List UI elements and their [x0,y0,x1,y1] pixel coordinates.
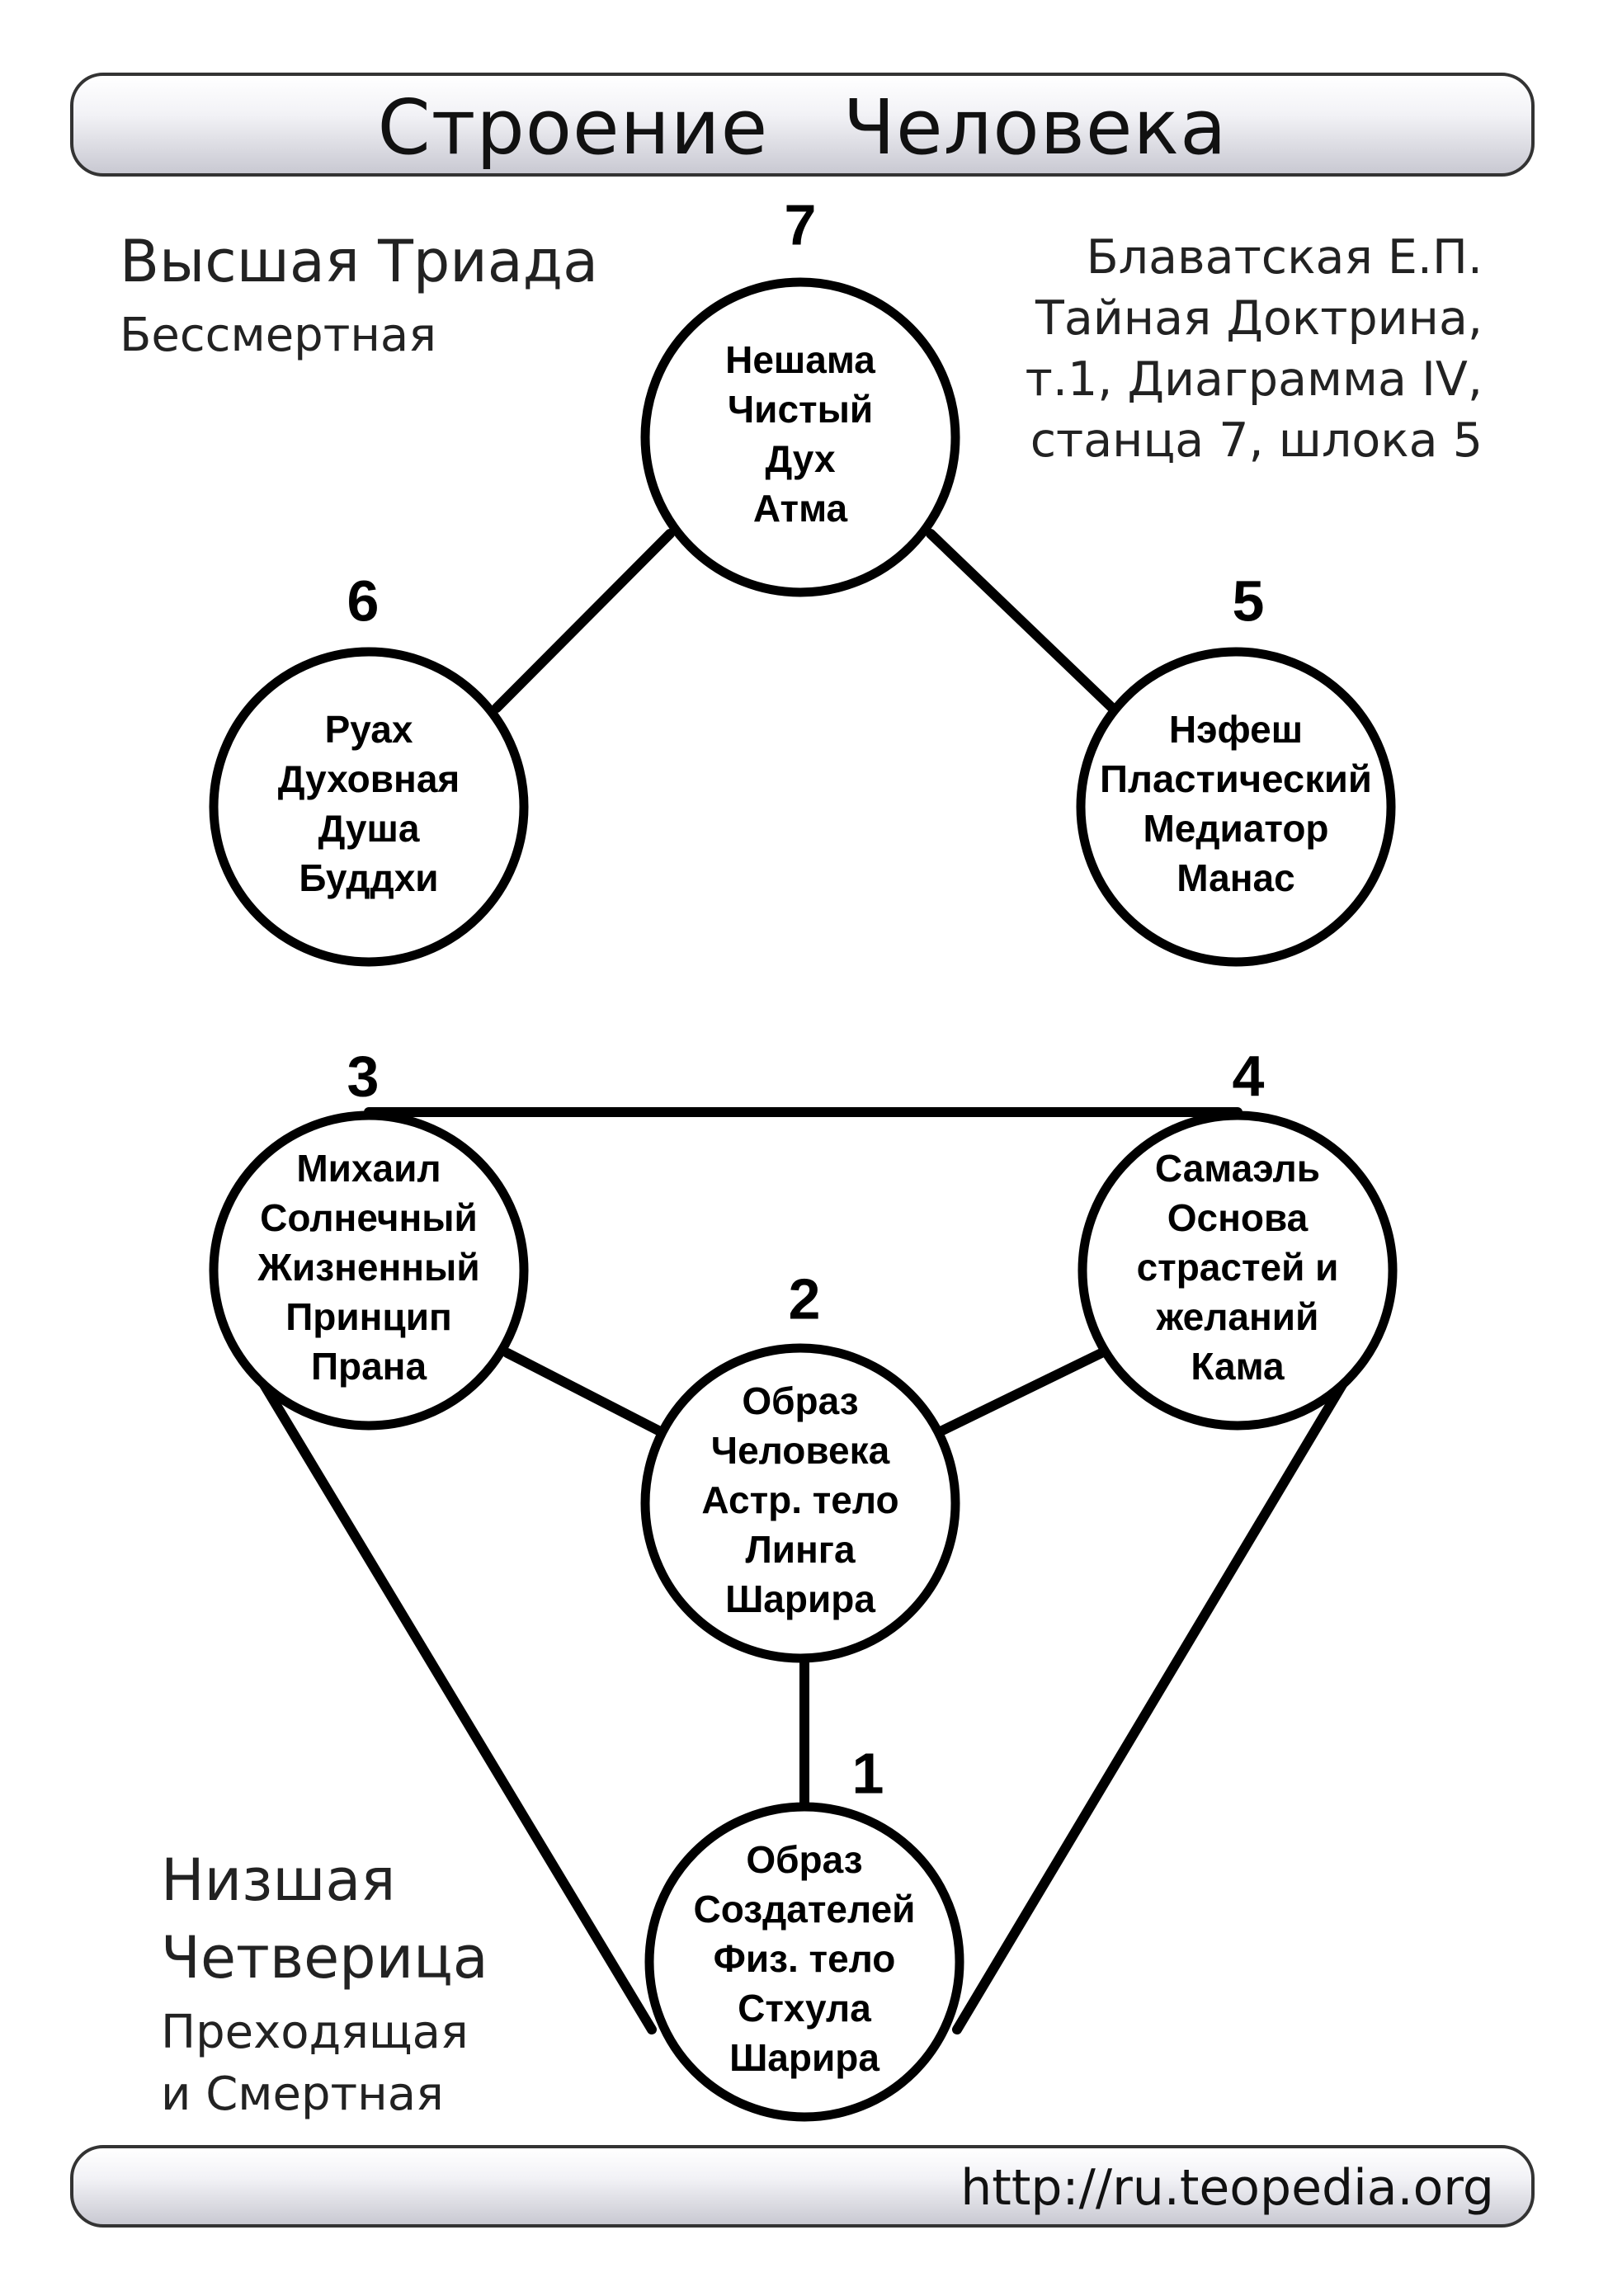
connector-n3-n1 [255,1373,657,2034]
node-circle [1078,1110,1398,1431]
upper-triad-subheading: Бессмертная [120,309,436,362]
node-label-line: Нешама [725,338,875,381]
principle-number: 4 [1233,1044,1265,1108]
node-label-line: Человека [711,1429,890,1472]
node-label-line: Манас [1177,856,1294,899]
node-circle [1076,647,1396,967]
node-label-line: желаний [1156,1295,1319,1338]
node-label-line: Духовная [278,757,460,800]
node-label-line: Солнечный [260,1196,478,1239]
node-label-line: Прана [311,1345,427,1388]
node-label-line: Создателей [694,1888,916,1931]
node-circle [644,1802,964,2122]
connector-n7-n6 [492,529,675,713]
node-label-line: Шарира [729,2036,879,2079]
node-label-line: Чистый [728,388,873,431]
node-label-line: Медиатор [1143,807,1328,850]
node-label-line: Астр. тело [701,1478,898,1521]
footer-url: http://ru.teopedia.org [960,2159,1494,2217]
principle-number: 3 [347,1044,380,1108]
lower-quaternary-heading-line-2: Четверица [161,1924,488,1992]
node-label-line: Основа [1167,1196,1309,1239]
node-label-line: Линга [745,1528,855,1571]
principle-number: 1 [852,1741,884,1805]
node-circle [209,1110,529,1431]
node-label-line: Михаил [296,1147,441,1190]
node-label-line: Нэфеш [1169,708,1303,751]
lower-quaternary-subheading-line-1: Преходящая [161,2006,469,2059]
node-label-line: Физ. тело [714,1937,896,1980]
principle-number: 7 [785,192,817,257]
node-label-line: страстей и [1137,1246,1339,1289]
node-label-line: Душа [318,807,420,850]
node-label-line: Образ [742,1379,858,1422]
connector-lines [255,529,1351,2034]
page-title: Строение Человека [377,83,1228,172]
node-label-line: Образ [746,1838,862,1881]
connector-n3-n2 [502,1348,665,1436]
lower-quaternary-subheading-line-2: и Смертная [161,2067,444,2121]
lower-quaternary-heading-line-1: Низшая [161,1846,396,1914]
node-label-line: Самаэль [1155,1147,1320,1190]
reference-line: т.1, Диаграмма IV, [1025,352,1483,407]
node-circle [640,1343,960,1663]
connector-n7-n5 [926,529,1117,713]
node-label-line: Жизненный [257,1246,479,1289]
node-circle [209,647,529,967]
reference-line: Блаватская Е.П. [1086,230,1483,285]
node-circle [640,277,960,597]
source-reference: Блаватская Е.П. Тайная Доктрина, т.1, Ди… [1026,227,1483,471]
principle-number: 6 [347,568,380,633]
title-bar: Строение Человека [70,73,1535,177]
connector-n4-n2 [936,1348,1106,1436]
node-label-line: Шарира [725,1577,875,1620]
footer-bar: http://ru.teopedia.org [70,2145,1535,2228]
node-label-line: Атма [753,487,848,530]
node-label-line: Пластический [1100,757,1372,800]
principle-number: 2 [789,1266,821,1331]
reference-line: Тайная Доктрина, [1035,291,1483,346]
reference-line: станца 7, шлока 5 [1030,413,1483,468]
node-label-line: Стхула [738,1987,871,2030]
node-label-line: Буддхи [299,856,438,899]
node-label-line: Руах [325,708,413,751]
connector-n4-n1 [952,1373,1351,2034]
node-label-line: Принцип [285,1295,452,1338]
node-label-line: Кама [1191,1345,1285,1388]
principle-number: 5 [1233,568,1265,633]
upper-triad-heading: Высшая Триада [120,228,598,295]
node-label-line: Дух [765,437,835,480]
